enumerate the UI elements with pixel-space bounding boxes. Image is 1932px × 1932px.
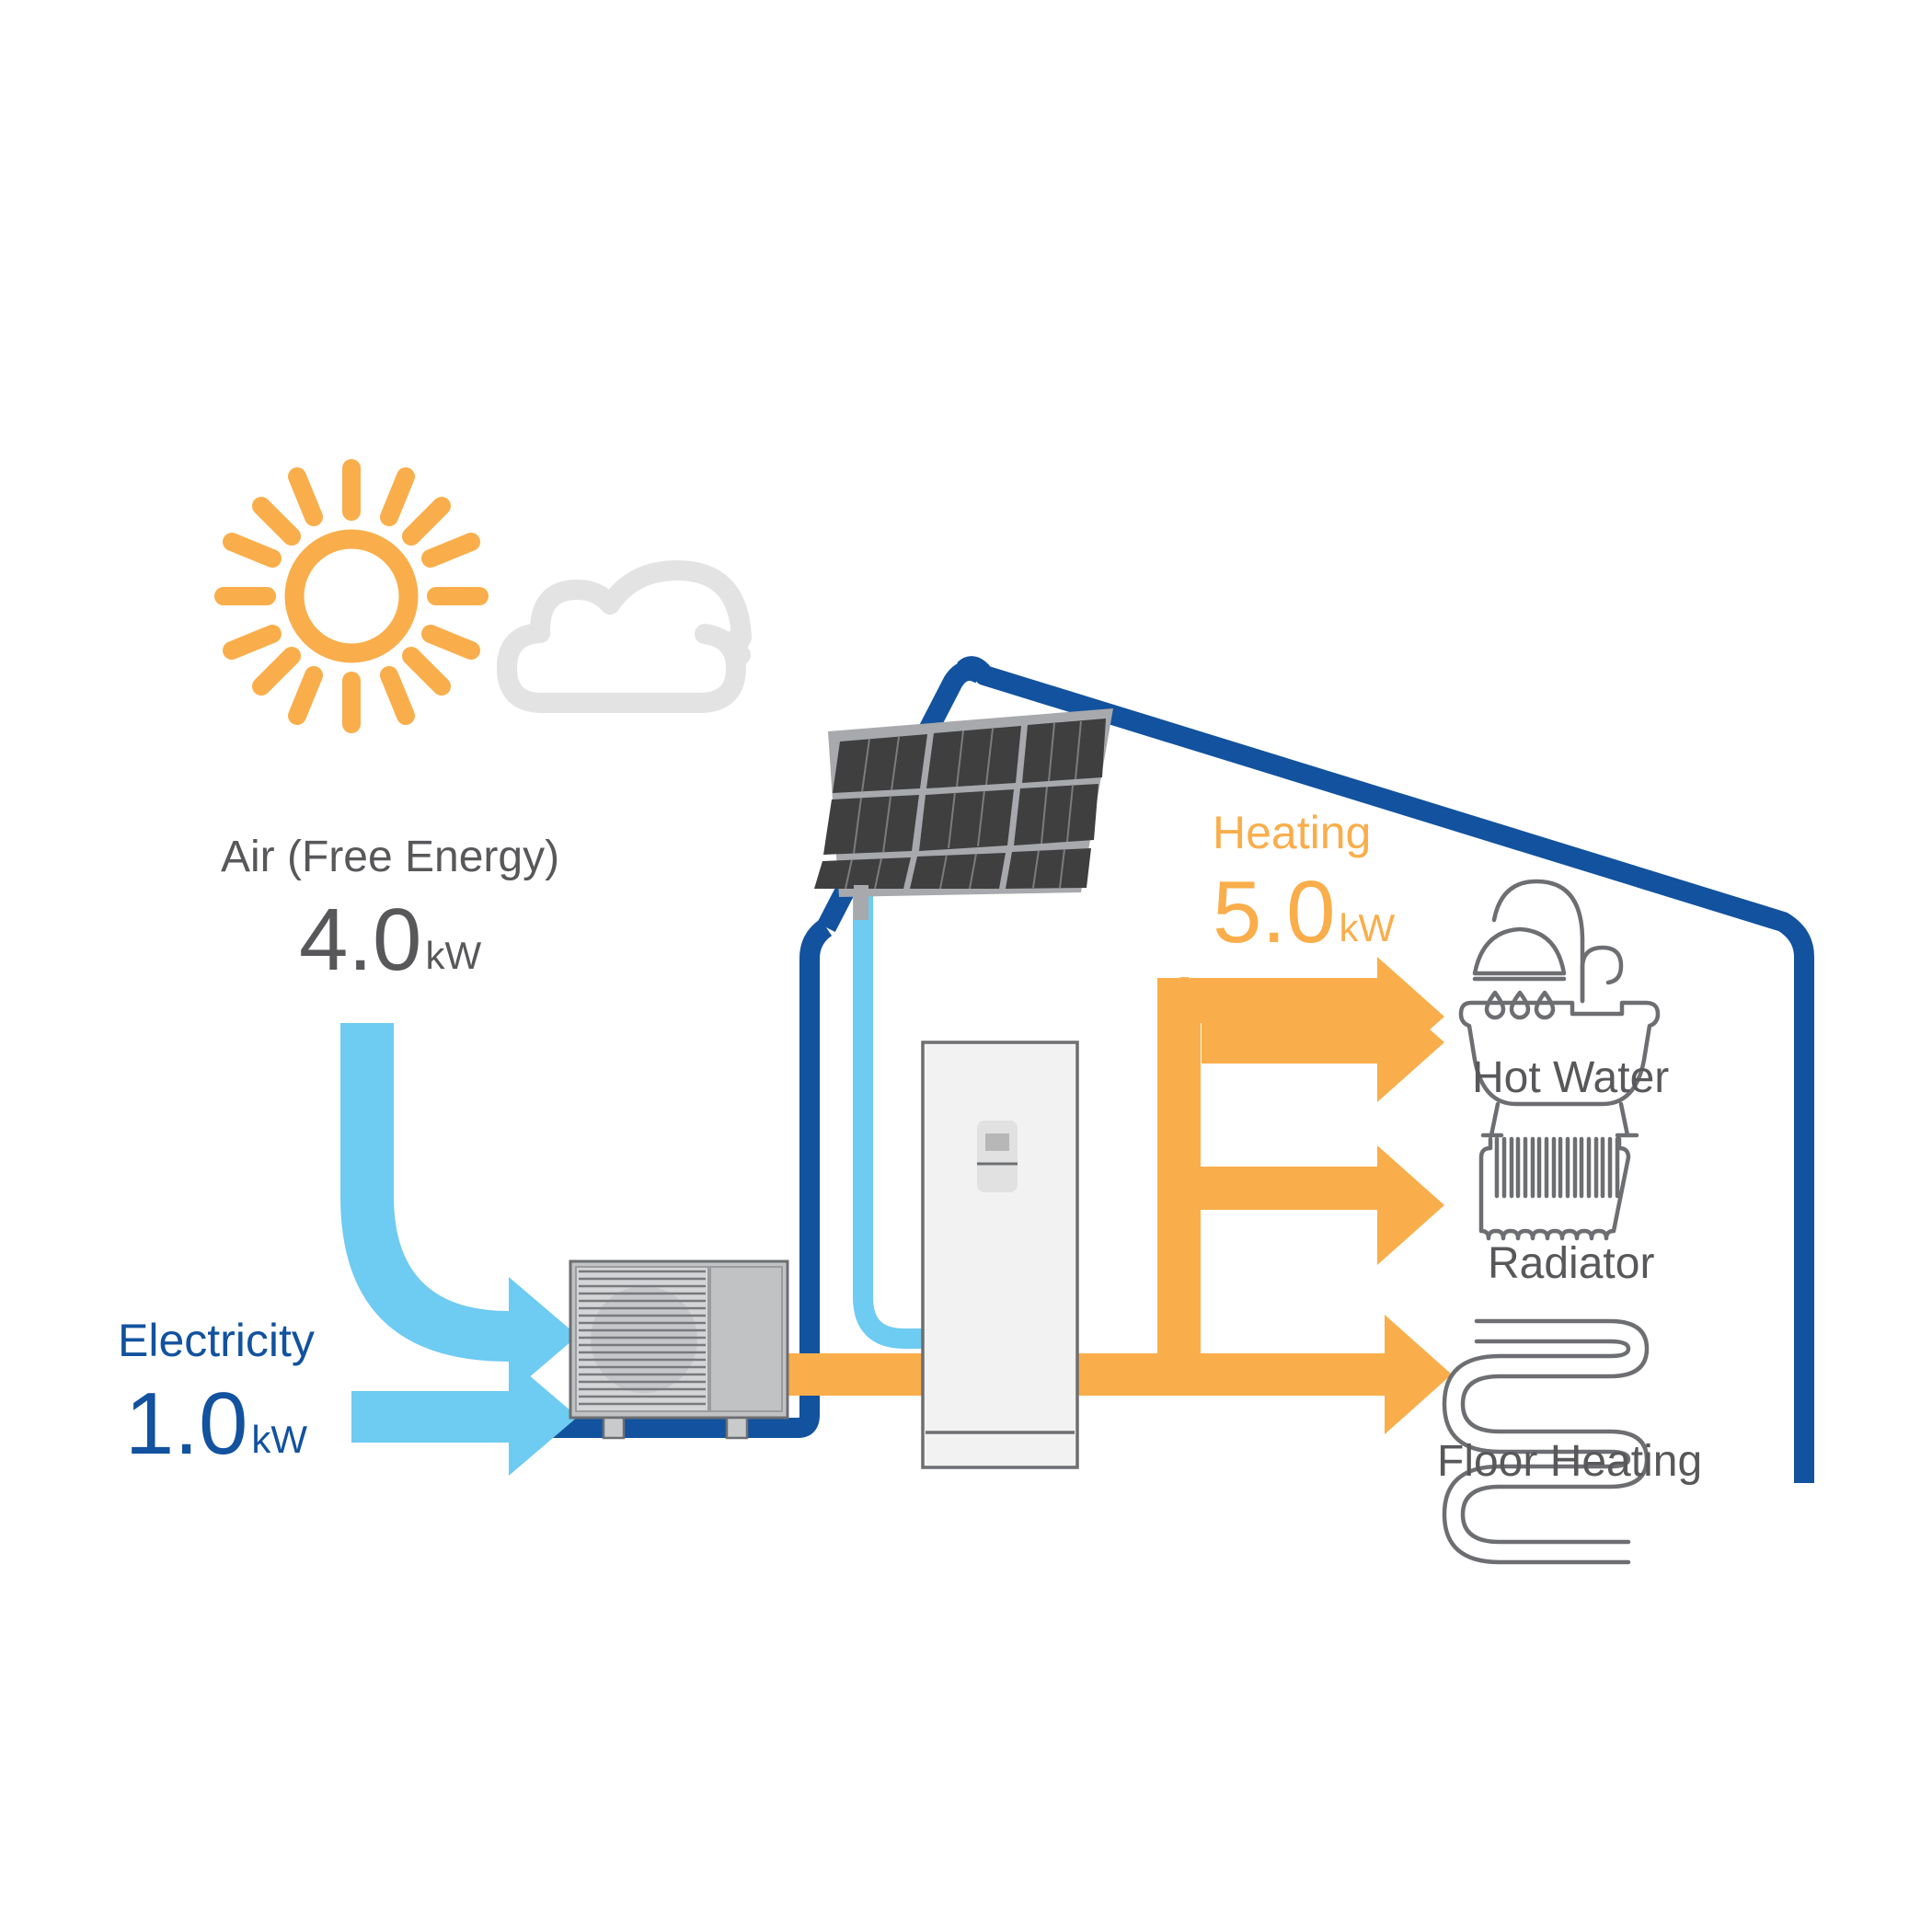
heating-output-unit: kW [1339,906,1396,949]
heating-output-label: Heating [1213,807,1372,858]
floor-heating-coil-icon [1442,1318,1650,1565]
electricity-input-unit: kW [251,1418,308,1461]
heat-pump-outdoor-unit-icon [569,1259,789,1440]
hot-water-label: Hot Water [1472,1053,1670,1102]
air-input-unit: kW [425,934,482,977]
electricity-flow-arrow [351,1358,578,1476]
electricity-input-label: Electricity [118,1315,315,1366]
heating-output-value: 5.0 [1213,863,1336,961]
radiator-label: Radiator [1488,1239,1655,1288]
air-flow-arrow [340,1023,578,1395]
electricity-input-value: 1.0 [124,1374,248,1473]
radiator-icon [1478,1136,1631,1241]
heating-distribution-arrows [787,957,1452,1434]
solar-dc-pipe [853,879,931,1349]
air-input-label: Air (Free Energy) [221,833,560,881]
floor-heating-label: Floor Heating [1437,1437,1703,1486]
sun-icon [214,459,489,733]
house-outline-icon [552,656,1814,1483]
cloud-icon [497,560,752,713]
air-input-value: 4.0 [298,891,422,989]
bathtub-shower-icon [1458,879,1661,1138]
solar-panel-icon [814,708,1113,920]
heat-pump-indoor-cylinder-icon [921,1041,1079,1469]
